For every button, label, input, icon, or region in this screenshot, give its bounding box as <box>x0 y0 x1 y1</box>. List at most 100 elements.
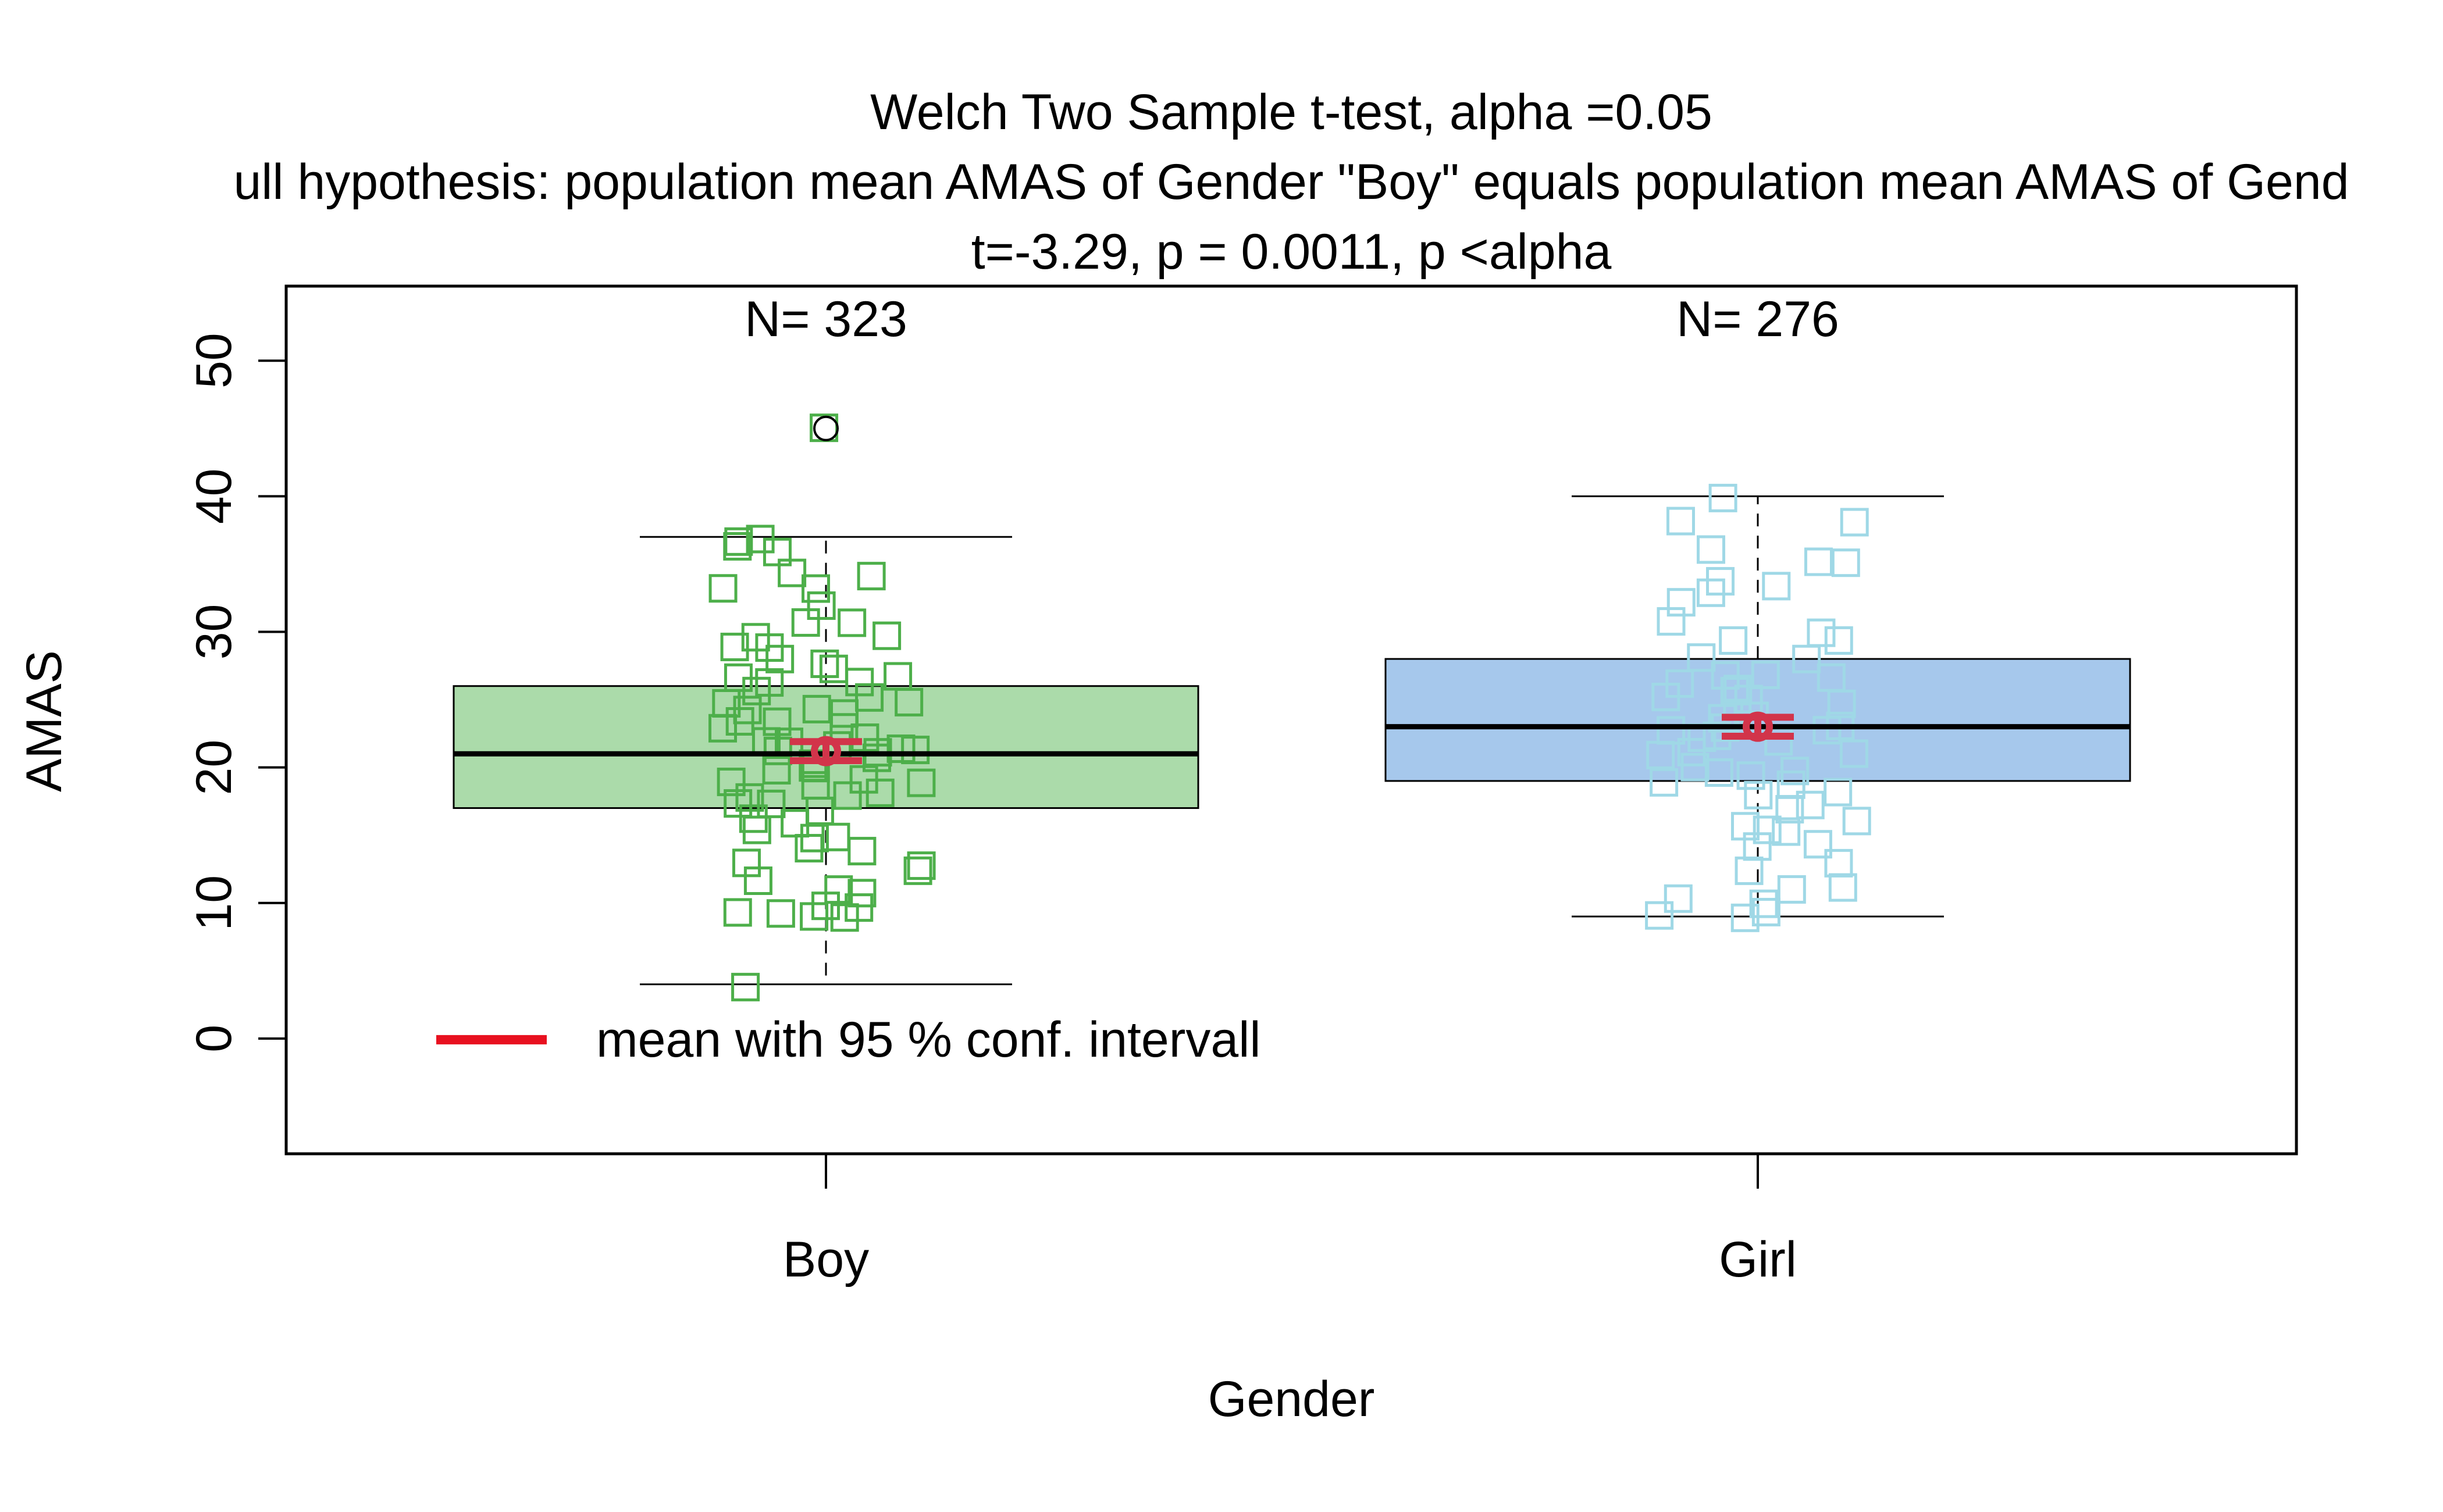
data-point <box>720 632 749 661</box>
data-point <box>819 654 848 683</box>
data-point <box>1780 757 1810 786</box>
data-point <box>742 815 771 844</box>
data-point <box>850 723 879 753</box>
data-point <box>724 663 753 692</box>
data-point <box>1719 626 1748 655</box>
data-point <box>872 621 902 650</box>
data-point <box>1696 535 1725 564</box>
data-point <box>1751 897 1780 926</box>
data-point <box>833 781 862 810</box>
data-point <box>1657 607 1686 636</box>
data-point <box>1772 817 1801 846</box>
y-axis-label: AMAS <box>16 650 72 792</box>
data-point <box>821 822 850 851</box>
group-n-label: N= 323 <box>745 291 907 347</box>
data-point <box>723 898 752 927</box>
data-point <box>1839 739 1868 768</box>
data-point <box>802 694 831 723</box>
outlier-point <box>813 415 839 441</box>
data-point <box>1807 618 1836 647</box>
data-point <box>907 768 936 797</box>
data-point <box>795 834 824 863</box>
chart-stats-line: t=-3.29, p = 0.0011, p <alpha <box>971 224 1612 280</box>
data-point <box>857 562 886 591</box>
legend-label: mean with 95 % conf. intervall <box>596 1012 1260 1068</box>
data-point <box>1792 644 1821 673</box>
plot-frame <box>284 284 2298 1156</box>
chart-title: Welch Two Sample t-test, alpha =0.05 <box>870 84 1712 140</box>
data-point <box>1762 572 1791 601</box>
data-point <box>735 783 764 812</box>
data-point <box>1666 588 1696 617</box>
group-n-label: N= 276 <box>1676 291 1839 347</box>
data-point <box>766 899 795 928</box>
data-point <box>886 734 916 764</box>
data-point <box>791 608 820 637</box>
data-point <box>1711 661 1740 690</box>
data-point <box>824 875 853 904</box>
data-point <box>1824 778 1853 807</box>
data-point <box>903 856 932 885</box>
data-point <box>733 696 762 725</box>
data-point <box>802 574 831 603</box>
data-point <box>800 823 829 853</box>
data-point <box>762 756 791 785</box>
data-point <box>739 804 768 833</box>
data-point <box>1744 780 1773 810</box>
data-point <box>845 893 874 922</box>
data-point <box>1680 753 1710 782</box>
data-point <box>838 608 867 637</box>
data-point <box>1665 669 1694 698</box>
y-tick-label: 20 <box>186 740 242 796</box>
chart-subtitle: ull hypothesis: population mean AMAS of … <box>233 154 2349 210</box>
data-point <box>778 558 807 587</box>
data-point <box>1817 663 1846 692</box>
data-point <box>801 771 830 800</box>
y-tick-label: 30 <box>186 604 242 660</box>
mean-point <box>811 736 841 766</box>
x-tick-label: Girl <box>1719 1232 1797 1288</box>
data-point <box>1749 889 1778 918</box>
data-point <box>829 699 859 728</box>
data-point <box>757 789 786 818</box>
data-point <box>1650 768 1679 797</box>
data-point <box>732 848 761 878</box>
data-point <box>731 972 760 1001</box>
data-point <box>855 683 884 712</box>
y-tick-label: 0 <box>186 1025 242 1053</box>
y-tick-label: 50 <box>186 333 242 388</box>
data-point <box>1831 548 1860 577</box>
y-tick-label: 40 <box>186 469 242 525</box>
data-point <box>724 527 753 556</box>
data-point <box>1736 761 1765 790</box>
data-point <box>708 574 738 603</box>
data-point <box>1842 807 1871 836</box>
x-axis-label: Gender <box>1208 1371 1375 1427</box>
data-point <box>746 525 775 554</box>
data-point <box>1706 567 1735 596</box>
data-point <box>847 837 877 866</box>
data-point <box>1824 848 1853 878</box>
data-point <box>1840 508 1869 537</box>
data-point <box>1803 830 1832 859</box>
data-point <box>1708 483 1737 512</box>
y-tick-label: 10 <box>186 875 242 931</box>
data-point <box>1704 758 1733 787</box>
data-point <box>807 591 836 620</box>
data-point <box>1645 901 1674 930</box>
data-point <box>1677 737 1706 766</box>
data-point <box>717 768 746 797</box>
data-point <box>1751 661 1780 690</box>
data-point <box>1777 875 1806 904</box>
data-point <box>1720 676 1749 705</box>
data-point <box>847 879 877 908</box>
data-point <box>1657 716 1686 745</box>
data-point <box>781 809 810 838</box>
data-point <box>1666 507 1695 536</box>
data-point <box>1804 547 1833 576</box>
x-tick-label: Boy <box>783 1232 869 1288</box>
data-point <box>884 662 913 691</box>
